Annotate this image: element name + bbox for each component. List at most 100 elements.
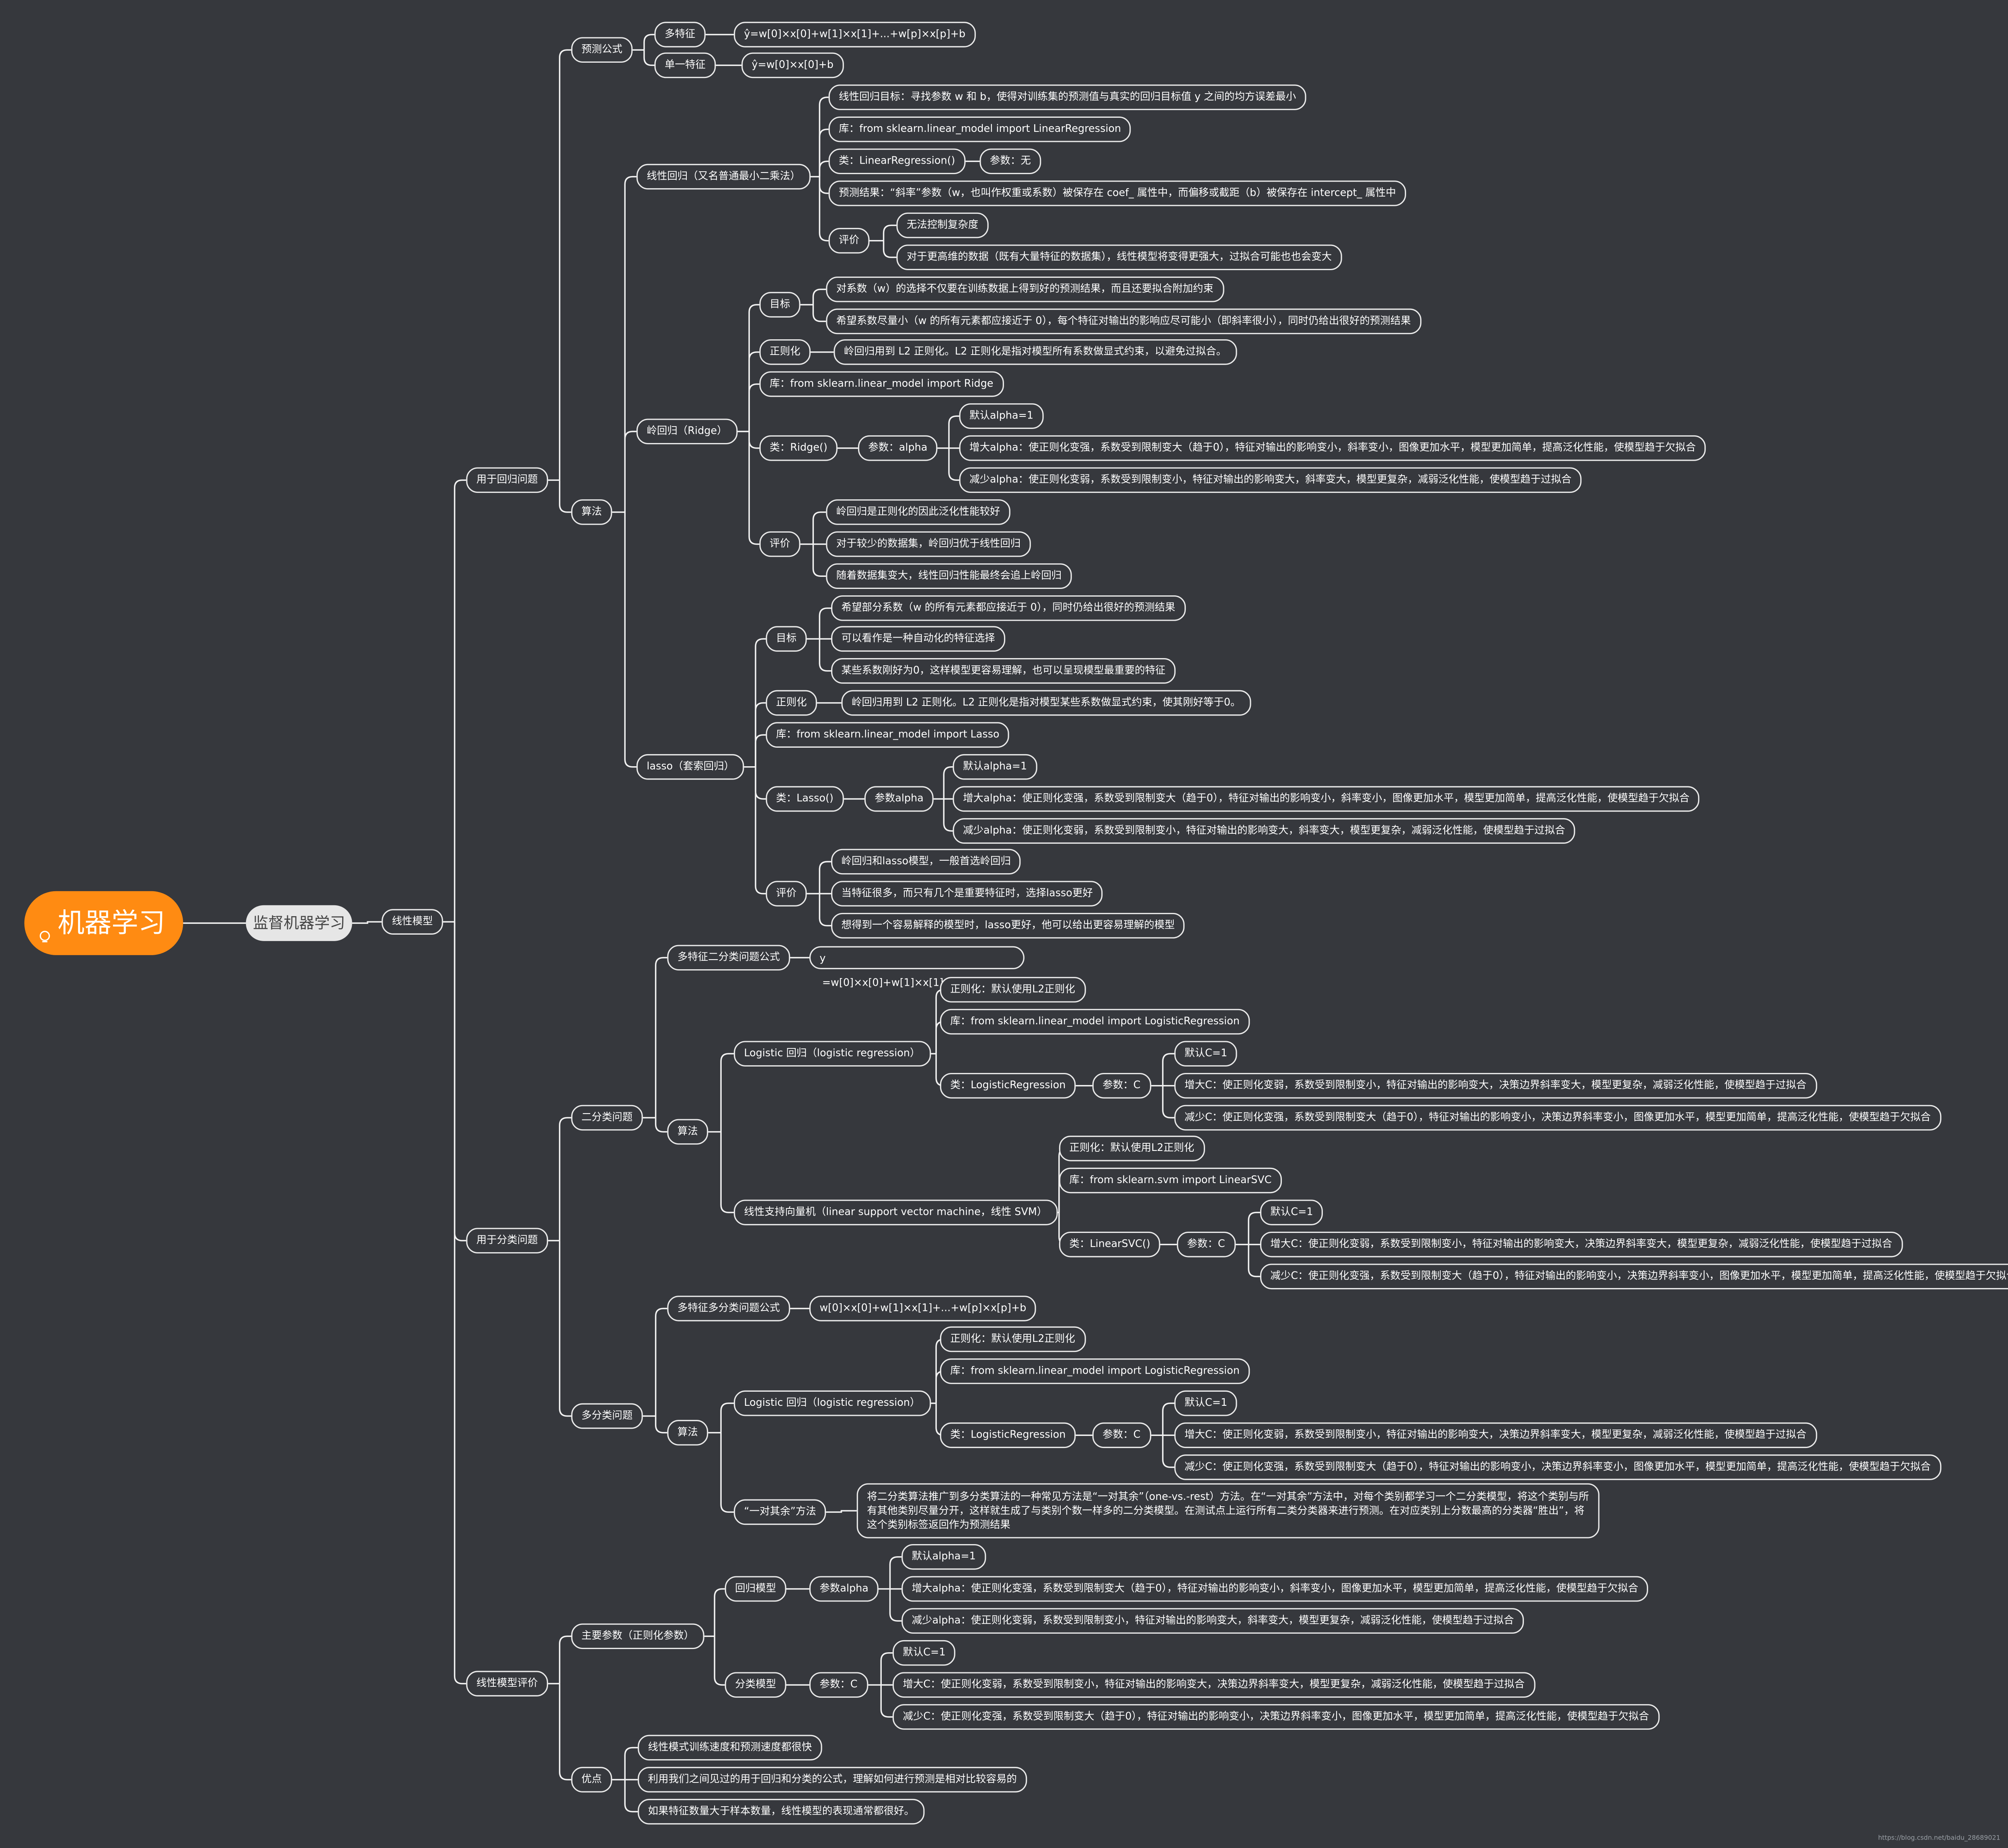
topic-node[interactable]: 类：LinearSVC() [1059,1231,1161,1257]
topic-node[interactable]: 线性回归目标：寻找参数 w 和 b，使得对训练集的预测值与真实的回归目标值 y … [828,84,1306,110]
topic-node[interactable]: 对系数（w）的选择不仅要在训练数据上得到好的预测结果，而且还要拟合附加约束 [826,276,1224,302]
topic-node[interactable]: Logistic 回归（logistic regression） [733,1390,930,1416]
topic-node[interactable]: 默认C=1 [1174,1041,1238,1067]
topic-node[interactable]: 参数：无 [979,148,1041,174]
topic-node[interactable]: 默认C=1 [1174,1390,1238,1416]
topic-node[interactable]: 算法 [667,1119,708,1145]
topic-node[interactable]: 希望部分系数（w 的所有元素都应接近于 0），同时仍给出很好的预测结果 [831,595,1186,621]
topic-node[interactable]: 库：from sklearn.linear_model import Ridge [759,371,1004,397]
topic-node[interactable]: 主要参数（正则化参数） [571,1623,704,1649]
topic-node[interactable]: 某些系数刚好为0，这样模型更容易理解，也可以呈现模型最重要的特征 [831,658,1176,684]
topic-node[interactable]: 类：LogisticRegression [940,1422,1076,1448]
topic-node[interactable]: 库：from sklearn.linear_model import Logis… [940,1009,1250,1035]
topic-node[interactable]: 预测公式 [571,37,633,63]
topic-node[interactable]: 优点 [571,1767,612,1793]
topic-node[interactable]: 岭回归和lasso模型，一般首选岭回归 [831,849,1021,875]
topic-node[interactable]: 分类模型 [725,1672,786,1698]
topic-node[interactable]: 减少C：使正则化变强，系数受到限制变大（趋于0），特征对输出的影响变小，决策边界… [1174,1105,1941,1131]
topic-node[interactable]: 多特征多分类问题公式 [667,1296,790,1321]
topic-node[interactable]: 默认C=1 [892,1640,956,1666]
topic-node[interactable]: 默认alpha=1 [901,1544,986,1570]
topic-node[interactable]: 用于回归问题 [466,467,548,493]
topic-node[interactable]: 对于较少的数据集，岭回归优于线性回归 [826,531,1031,557]
topic-node[interactable]: 岭回归（Ridge） [636,418,738,445]
topic-node[interactable]: 正则化：默认使用L2正则化 [1059,1136,1205,1161]
topic-node[interactable]: 减少alpha：使正则化变弱，系数受到限制变小，特征对输出的影响变大，斜率变大，… [901,1608,1524,1634]
topic-node[interactable]: 减少C：使正则化变强，系数受到限制变大（趋于0），特征对输出的影响变小，决策边界… [1260,1263,2008,1290]
topic-node[interactable]: 类：LogisticRegression [940,1073,1076,1099]
topic-node[interactable]: 增大C：使正则化变弱，系数受到限制变小，特征对输出的影响变大，决策边界斜率变大，… [1174,1422,1817,1448]
topic-node[interactable]: 参数：alpha [858,435,938,461]
topic-node[interactable]: 减少C：使正则化变强，系数受到限制变大（趋于0），特征对输出的影响变小，决策边界… [1174,1454,1941,1480]
topic-node[interactable]: 线性模型 [382,909,443,935]
topic-node[interactable]: 回归模型 [725,1576,786,1602]
topic-node[interactable]: 增大alpha：使正则化变强，系数受到限制变大（趋于0），特征对输出的影响变小，… [953,786,1700,812]
topic-node[interactable]: 库：from sklearn.svm import LinearSVC [1059,1167,1282,1194]
topic-node[interactable]: 利用我们之间见过的用于回归和分类的公式，理解如何进行预测是相对比较容易的 [638,1767,1027,1793]
topic-node[interactable]: 无法控制复杂度 [896,212,989,238]
topic-node[interactable]: Logistic 回归（logistic regression） [733,1041,930,1067]
topic-node[interactable]: 评价 [759,531,801,557]
topic-node[interactable]: 岭回归用到 L2 正则化。L2 正则化是指对模型所有系数做显式约束，以避免过拟合… [834,339,1237,365]
topic-node[interactable]: 评价 [766,881,807,907]
topic-node[interactable]: 评价 [828,228,870,254]
topic-node[interactable]: ŷ=w[0]×x[0]+w[1]×x[1]+...+w[p]×x[p]+b [733,22,976,47]
topic-node[interactable]: ŷ=w[0]×x[0]+b [741,52,844,78]
topic-node[interactable]: 库：from sklearn.linear_model import Lasso [766,722,1010,748]
topic-node[interactable]: 增大alpha：使正则化变强，系数受到限制变大（趋于0），特征对输出的影响变小，… [901,1576,1649,1602]
topic-node[interactable]: 随着数据集变大，线性回归性能最终会追上岭回归 [826,563,1072,589]
topic-node[interactable]: 岭回归是正则化的因此泛化性能较好 [826,499,1010,525]
topic-node[interactable]: 预测结果：“斜率”参数（w，也叫作权重或系数）被保存在 coef_ 属性中，而偏… [828,180,1406,206]
topic-node[interactable]: 类：Lasso() [766,786,844,812]
topic-node[interactable]: 线性模式训练速度和预测速度都很快 [638,1735,822,1761]
topic-node[interactable]: 多特征 [654,22,706,47]
topic-node[interactable]: 类：LinearRegression() [828,148,966,174]
topic-node[interactable]: 多特征二分类问题公式 [667,945,790,971]
topic-node[interactable]: 想得到一个容易解释的模型时，lasso更好，他可以给出更容易理解的模型 [831,913,1185,939]
topic-node[interactable]: 库：from sklearn.linear_model import Linea… [828,116,1131,142]
topic-node[interactable]: 当特征很多，而只有几个是重要特征时，选择lasso更好 [831,881,1103,907]
topic-node[interactable]: “一对其余”方法 [733,1499,827,1525]
topic-node[interactable]: 单一特征 [654,52,716,78]
topic-node[interactable]: 参数alpha [809,1576,879,1602]
topic-node[interactable]: 希望系数尽量小（w 的所有元素都应接近于 0），每个特征对输出的影响应尽可能小（… [826,308,1421,334]
topic-node[interactable]: 参数alpha [864,786,934,812]
topic-node[interactable]: 算法 [667,1420,708,1446]
topic-node[interactable]: 线性回归（又名普通最小二乘法） [636,164,811,190]
topic-node[interactable]: 正则化：默认使用L2正则化 [940,977,1086,1003]
main-topic[interactable]: 监督机器学习 [246,905,352,941]
topic-node[interactable]: 默认C=1 [1260,1200,1324,1225]
topic-node[interactable]: 增大C：使正则化变弱，系数受到限制变小，特征对输出的影响变大，决策边界斜率变大，… [1260,1231,1903,1257]
topic-node[interactable]: w[0]×x[0]+w[1]×x[1]+...+w[p]×x[p]+b [809,1296,1037,1321]
topic-node[interactable]: 减少alpha：使正则化变弱，系数受到限制变小，特征对输出的影响变大，斜率变大，… [953,818,1575,844]
topic-node[interactable]: 可以看作是一种自动化的特征选择 [831,626,1006,652]
topic-node[interactable]: 目标 [759,292,801,318]
topic-node[interactable]: 增大C：使正则化变弱，系数受到限制变小，特征对输出的影响变大，决策边界斜率变大，… [892,1672,1535,1698]
topic-node[interactable]: 参数：C [809,1672,868,1698]
topic-node[interactable]: 岭回归用到 L2 正则化。L2 正则化是指对模型某些系数做显式约束，使其刚好等于… [841,690,1251,716]
topic-node[interactable]: 默认alpha=1 [959,403,1044,429]
topic-node[interactable]: 线性支持向量机（linear support vector machine，线性… [733,1200,1057,1225]
topic-node[interactable]: 目标 [766,626,807,652]
topic-node[interactable]: y [809,946,1025,969]
topic-node[interactable]: 减少alpha：使正则化变弱，系数受到限制变小，特征对输出的影响变大，斜率变大，… [959,467,1582,493]
topic-node[interactable]: 将二分类算法推广到多分类算法的一种常见方法是“一对其余”（one-vs.-res… [856,1483,1599,1538]
topic-node[interactable]: 二分类问题 [571,1105,643,1131]
topic-node[interactable]: 参数：C [1176,1231,1236,1257]
topic-node[interactable]: 库：from sklearn.linear_model import Logis… [940,1358,1250,1384]
topic-node[interactable]: 减少C：使正则化变强，系数受到限制变大（趋于0），特征对输出的影响变小，决策边界… [892,1704,1659,1730]
topic-node[interactable]: 多分类问题 [571,1403,643,1429]
topic-node[interactable]: 正则化 [759,339,811,365]
topic-node[interactable]: 增大C：使正则化变弱，系数受到限制变小，特征对输出的影响变大，决策边界斜率变大，… [1174,1073,1817,1099]
topic-node[interactable]: 正则化 [766,690,817,716]
topic-node[interactable]: 如果特征数量大于样本数量，线性模型的表现通常都很好。 [638,1799,925,1825]
topic-node[interactable]: 参数：C [1092,1422,1151,1448]
topic-node[interactable]: 用于分类问题 [466,1228,548,1254]
root-topic[interactable]: 机器学习 [24,891,183,955]
topic-node[interactable]: 线性模型评价 [466,1671,548,1696]
topic-node[interactable]: 增大alpha：使正则化变强，系数受到限制变大（趋于0），特征对输出的影响变小，… [959,435,1706,461]
topic-node[interactable]: 对于更高维的数据（既有大量特征的数据集），线性模型将变得更强大，过拟合可能也也会… [896,244,1342,271]
topic-node[interactable]: 参数：C [1092,1073,1151,1099]
topic-node[interactable]: 默认alpha=1 [953,754,1037,780]
topic-node[interactable]: 正则化：默认使用L2正则化 [940,1326,1086,1352]
